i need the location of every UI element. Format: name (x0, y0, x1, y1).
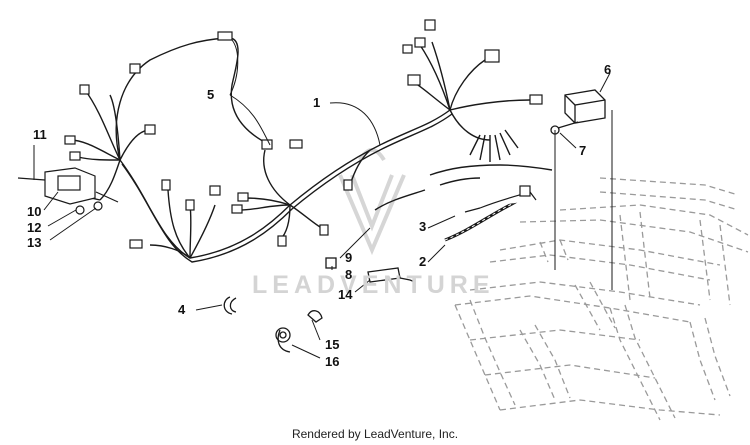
callout-15: 15 (325, 337, 340, 352)
callout-4: 4 (178, 302, 186, 317)
frame-dashed-outline (454, 177, 749, 421)
switch-assembly (17, 167, 119, 215)
module-part-6 (564, 89, 606, 124)
callout-2: 2 (419, 254, 427, 269)
callout-7: 7 (579, 143, 587, 158)
callout-14: 14 (338, 287, 353, 302)
callout-6: 6 (604, 62, 612, 77)
callout-1: 1 (313, 95, 321, 110)
callout-11: 11 (33, 127, 47, 142)
callout-16: 16 (325, 354, 340, 369)
callout-10: 10 (27, 204, 42, 219)
callout-9: 9 (345, 250, 353, 265)
callout-3: 3 (419, 219, 427, 234)
wiring-harness (69, 37, 553, 263)
callout-13: 13 (27, 235, 42, 250)
watermark-text: LEADVENTURE (252, 271, 495, 299)
watermark-logo (338, 148, 406, 256)
leader-lines (33, 39, 613, 359)
connectors (64, 19, 543, 249)
small-parts (223, 257, 416, 353)
callout-12: 12 (27, 220, 42, 235)
callout-5: 5 (207, 87, 215, 102)
footer-credit: Rendered by LeadVenture, Inc. (291, 427, 459, 441)
cable-part-3 (464, 185, 537, 213)
callout-8: 8 (345, 267, 353, 282)
